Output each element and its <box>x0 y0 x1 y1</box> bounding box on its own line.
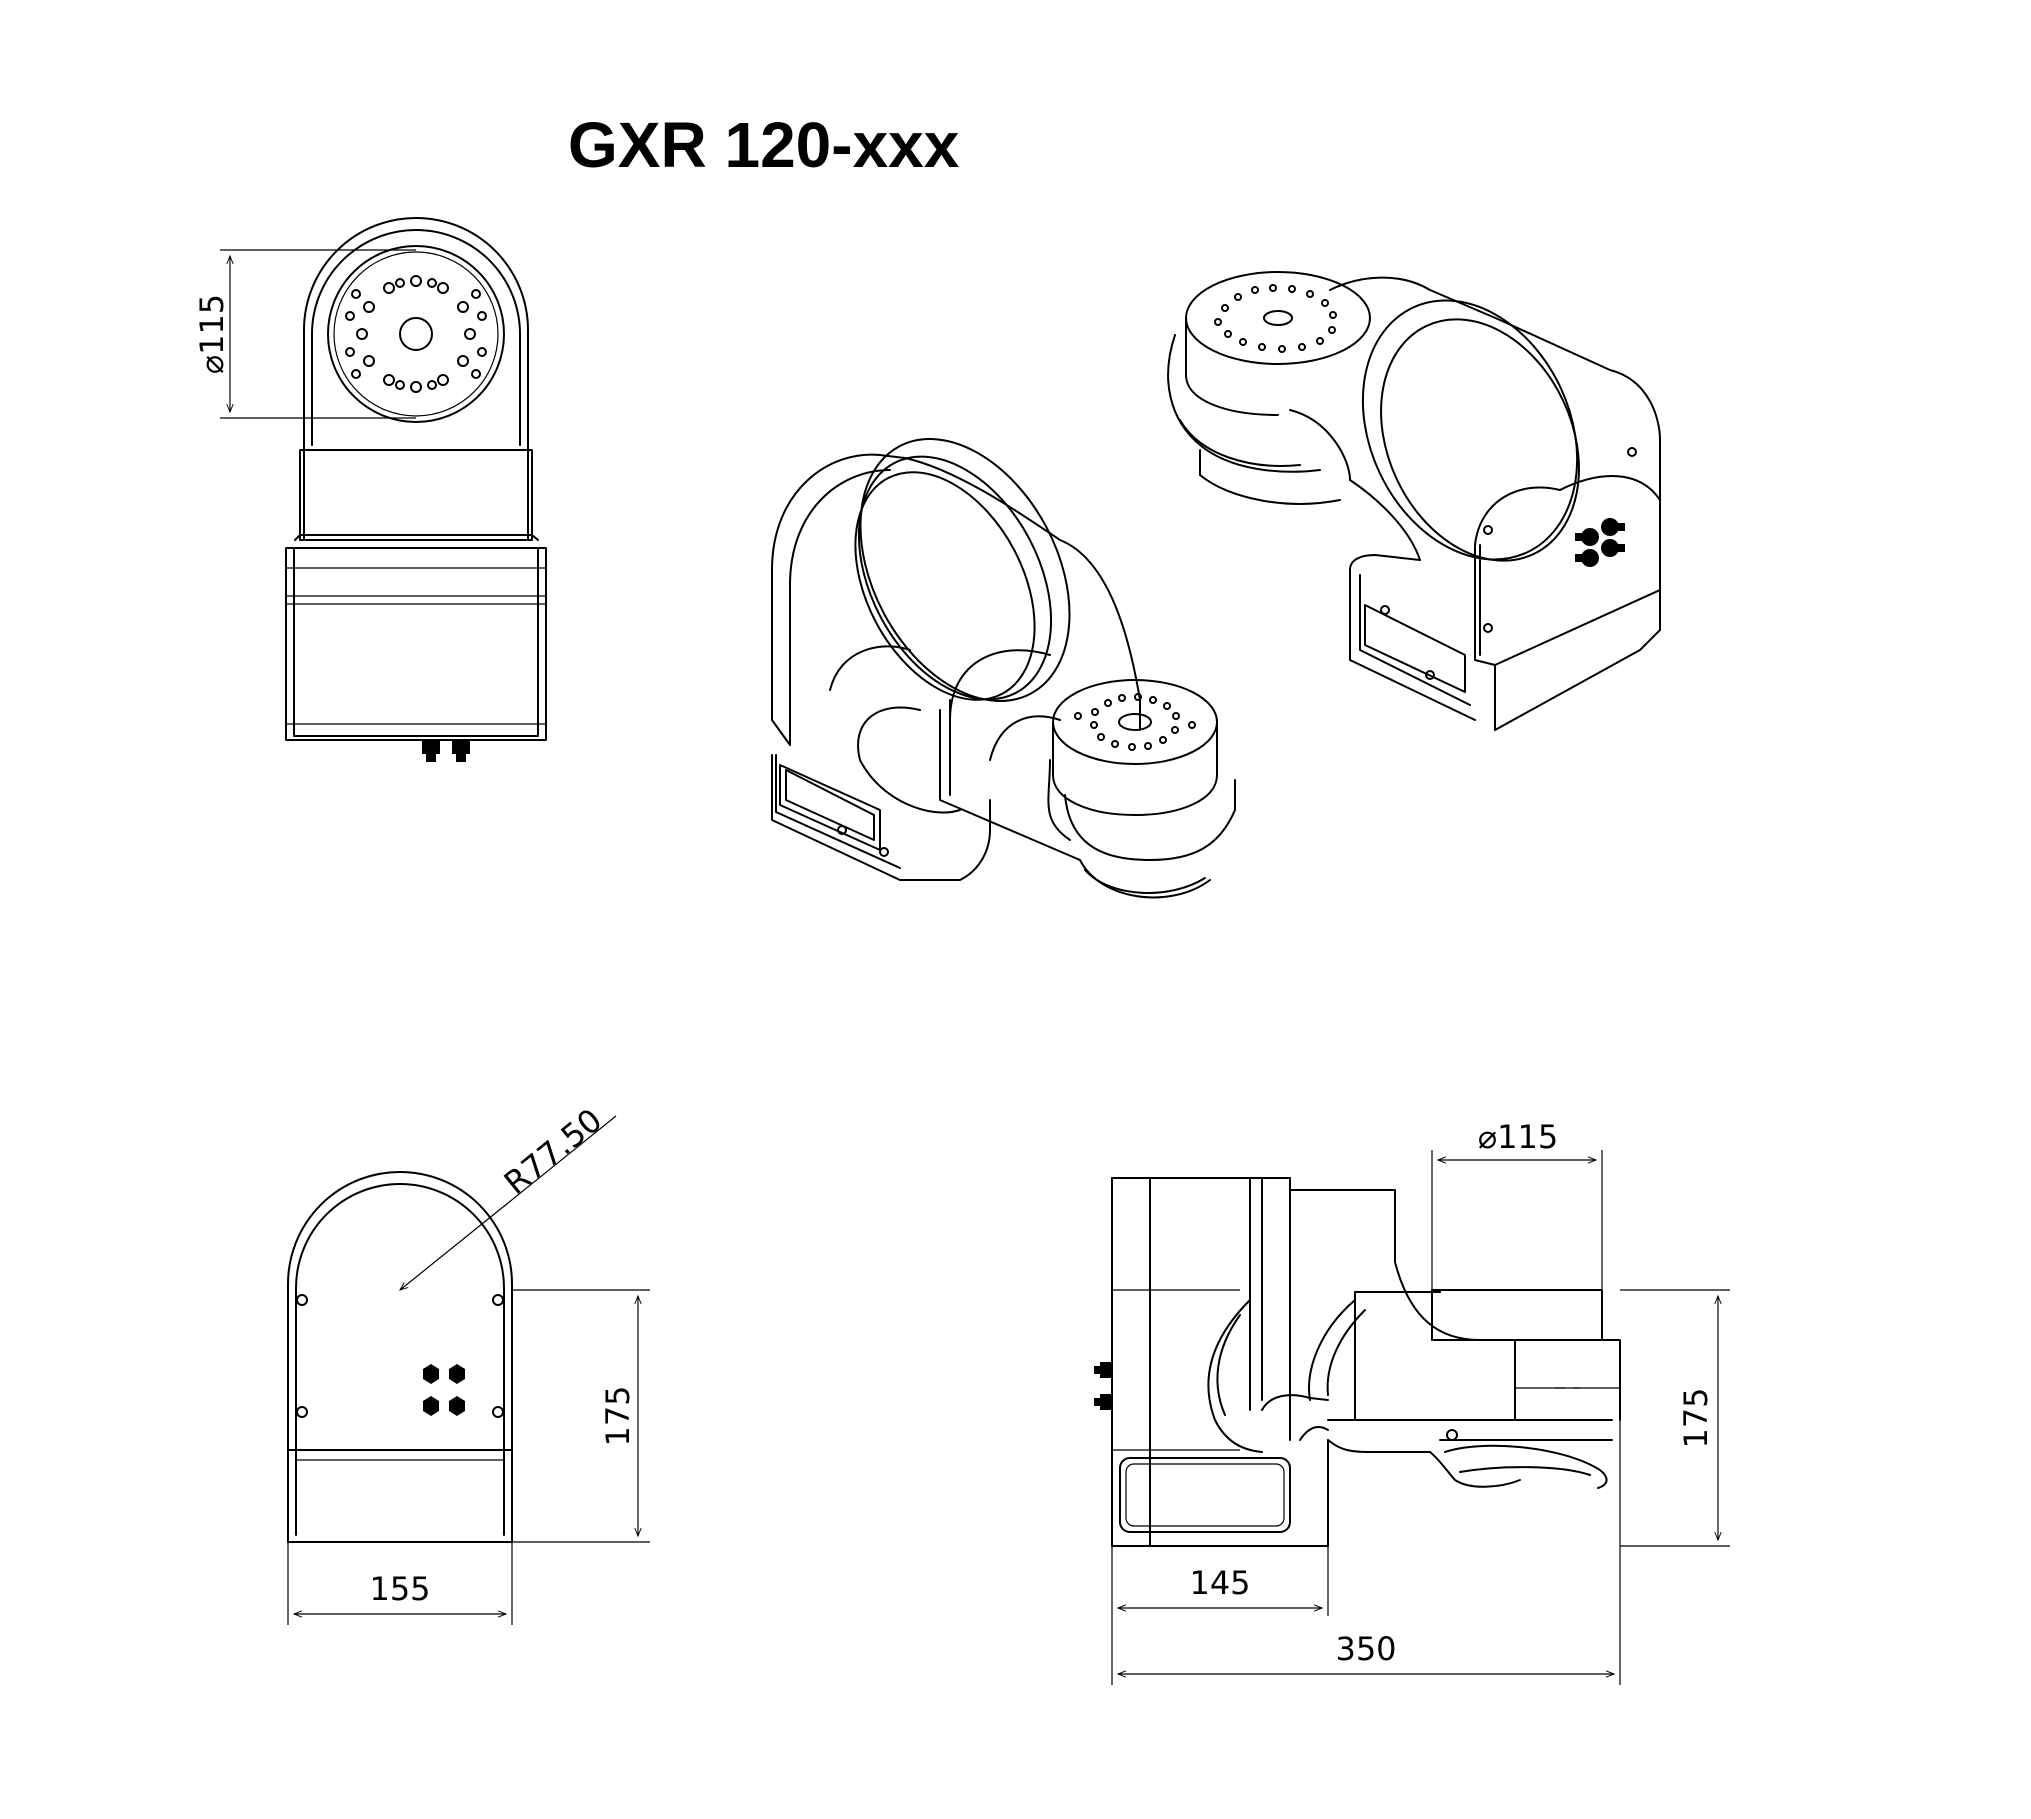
top-view-diameter-dimension: ⌀115 <box>193 249 416 419</box>
side-view-diameter-label: 115 <box>1497 1118 1558 1156</box>
isometric-view-1 <box>771 438 1236 899</box>
connector-icon <box>422 740 470 762</box>
top-view-diameter-label: 115 <box>193 294 231 355</box>
back-view-width-label: 155 <box>369 1570 430 1608</box>
back-view-height-label: 175 <box>599 1385 637 1446</box>
diameter-symbol: ⌀ <box>193 355 231 374</box>
back-view-height-dimension: 175 <box>512 1289 650 1543</box>
side-view-total-width-label: 350 <box>1335 1630 1396 1668</box>
connector-icon <box>423 1364 465 1416</box>
drawing-title: GXR 120-xxx <box>568 109 960 181</box>
back-view-radius-label: R77.50 <box>497 1101 609 1202</box>
side-view-height-label: 175 <box>1677 1387 1715 1448</box>
diameter-symbol: ⌀ <box>1478 1118 1497 1156</box>
connector-icon <box>1094 1362 1112 1410</box>
isometric-view-2 <box>1167 271 1661 731</box>
side-view: ⌀115 175 145 350 <box>1094 1118 1730 1685</box>
back-view: R77.50 175 155 <box>287 1101 650 1625</box>
connector-icon <box>1575 518 1625 567</box>
svg-text:⌀115: ⌀115 <box>1478 1118 1558 1156</box>
side-view-base-width-label: 145 <box>1189 1564 1250 1602</box>
back-view-radius-dimension: R77.50 <box>398 1101 617 1291</box>
side-view-total-width-dimension: 350 <box>1116 1420 1621 1685</box>
side-view-base-width-dimension: 145 <box>1111 1546 1329 1685</box>
front-view: ⌀115 <box>193 217 547 762</box>
flange-holes <box>345 275 487 393</box>
back-view-width-dimension: 155 <box>287 1542 513 1625</box>
iso1-flange-holes <box>1074 693 1196 751</box>
side-view-diameter-dimension: ⌀115 <box>1431 1118 1603 1290</box>
iso2-flange-holes <box>1214 284 1337 353</box>
svg-text:⌀115: ⌀115 <box>193 294 231 374</box>
side-view-height-dimension: 175 <box>1620 1289 1730 1547</box>
